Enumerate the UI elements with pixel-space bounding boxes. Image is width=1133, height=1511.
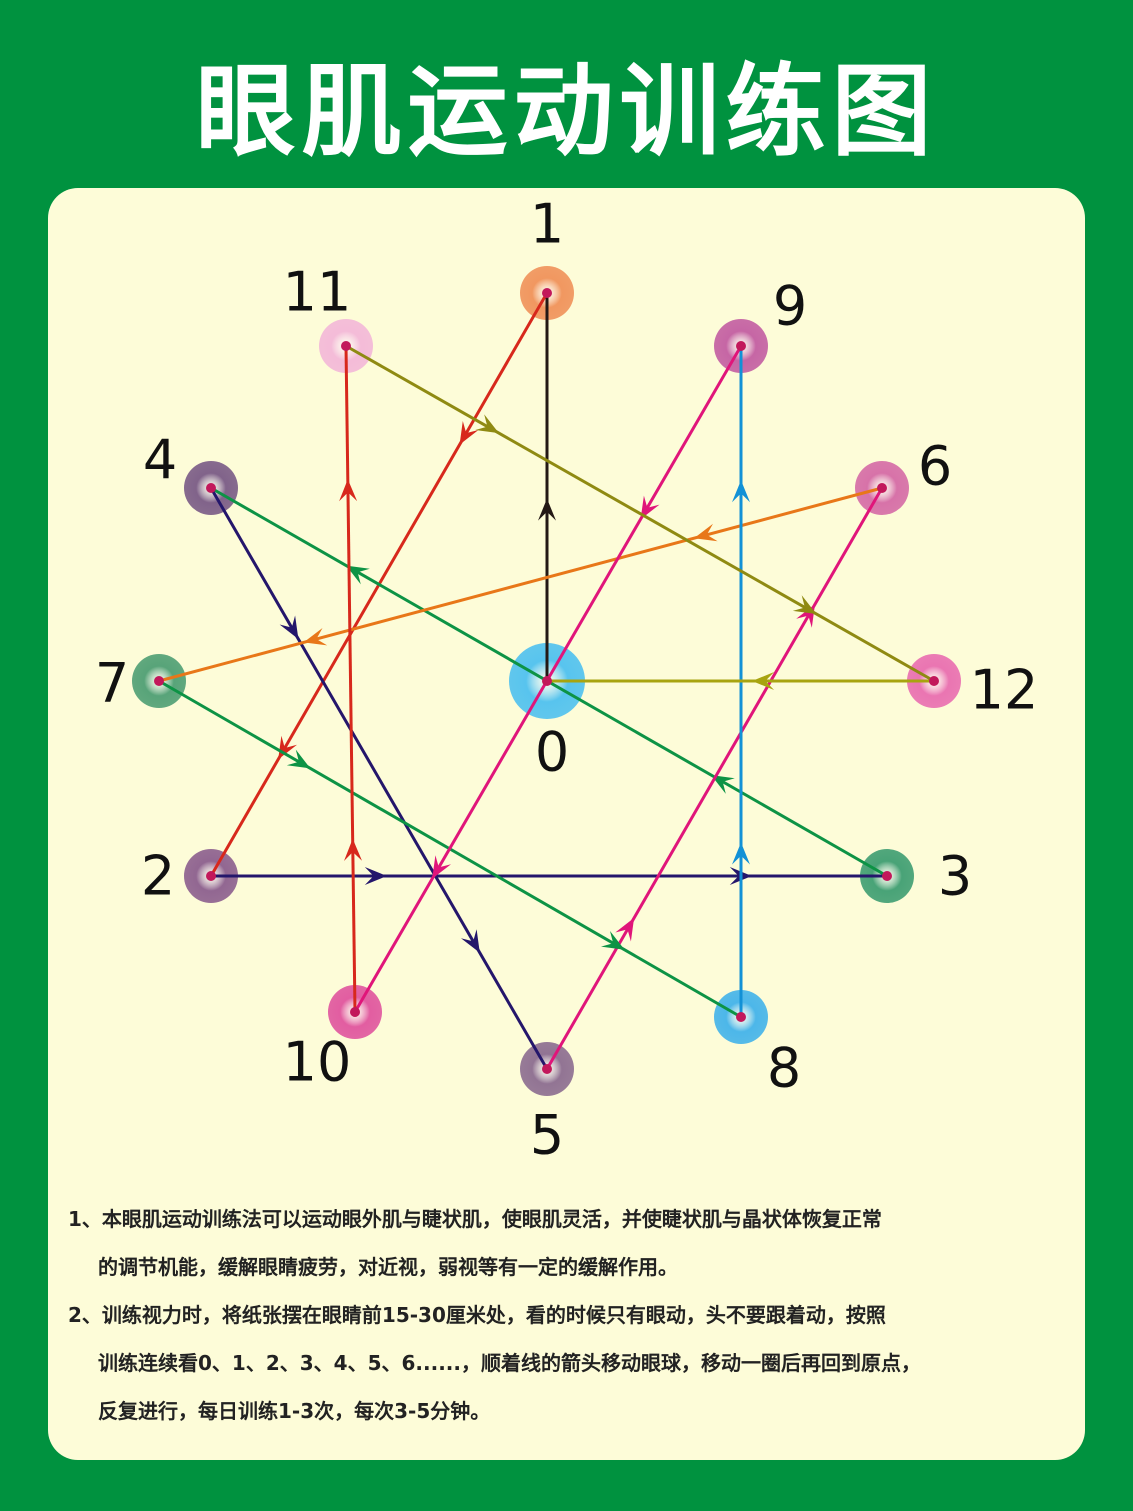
- point-label-4: 4: [143, 429, 177, 492]
- point-12-dot: [929, 676, 939, 686]
- path-5-to-6: [545, 487, 884, 1070]
- arrow-5-to-6-1: [615, 917, 635, 942]
- arrow-9-to-10-2: [432, 855, 451, 879]
- arrow-11-to-12-2: [792, 595, 817, 614]
- point-label-8: 8: [767, 1037, 801, 1100]
- note-2-line-2: 训练连续看0、1、2、3、4、5、6......，顺着线的箭头移动眼球，移动一圈…: [98, 1351, 921, 1375]
- point-0-dot: [542, 676, 552, 686]
- point-label-11: 11: [283, 261, 352, 324]
- note-2-line-3: 反复进行，每日训练1-3次，每次3-5分钟。: [98, 1399, 491, 1423]
- arrow-11-to-12-1: [475, 414, 499, 434]
- point-9-dot: [736, 341, 746, 351]
- point-10-dot: [350, 1007, 360, 1017]
- path-6-to-7: [158, 486, 883, 683]
- path-4-to-5: [209, 487, 549, 1070]
- arrow-10-to-11-1: [344, 838, 362, 861]
- point-6-dot: [877, 483, 887, 493]
- arrow-3-to-4-1: [711, 775, 735, 794]
- note-2-line-1: 2、训练视力时，将纸张摆在眼睛前15-30厘米处，看的时候只有眼动，头不要跟着动…: [68, 1303, 886, 1327]
- point-2-dot: [206, 871, 216, 881]
- page-title: 眼肌运动训练图: [195, 53, 938, 170]
- note-1-line-2: 的调节机能，缓解眼睛疲劳，对近视，弱视等有一定的缓解作用。: [98, 1255, 678, 1279]
- point-7-dot: [154, 676, 164, 686]
- point-label-9: 9: [773, 275, 807, 338]
- arrow-9-to-10-1: [640, 495, 660, 520]
- point-label-7: 7: [95, 652, 129, 715]
- point-label-0: 0: [535, 721, 569, 784]
- arrow-7-to-8-2: [601, 931, 625, 950]
- point-label-5: 5: [530, 1104, 564, 1167]
- point-8-dot: [736, 1012, 746, 1022]
- path-10-to-11: [344, 345, 357, 1013]
- arrow-12-to-0-1: [752, 672, 775, 690]
- point-label-1: 1: [530, 193, 564, 256]
- point-3-dot: [882, 871, 892, 881]
- path-11-to-12: [345, 344, 935, 683]
- note-1-line-1: 1、本眼肌运动训练法可以运动眼外肌与睫状肌，使眼肌灵活，并使睫状肌与晶状体恢复正…: [68, 1207, 882, 1231]
- point-label-6: 6: [918, 435, 952, 498]
- arrow-7-to-8-1: [286, 749, 311, 769]
- arrow-4-to-5-2: [461, 929, 480, 953]
- arrow-10-to-11-2: [339, 479, 358, 502]
- arrow-4-to-5-1: [279, 615, 299, 640]
- arrow-6-to-7-1: [694, 523, 718, 542]
- point-label-2: 2: [141, 845, 175, 908]
- point-label-12: 12: [970, 659, 1039, 722]
- arrow-6-to-7-2: [303, 628, 328, 646]
- instructions: 1、本眼肌运动训练法可以运动眼外肌与睫状肌，使眼肌灵活，并使睫状肌与晶状体恢复正…: [68, 1195, 1068, 1435]
- arrow-3-to-4-2: [346, 565, 370, 585]
- point-11-dot: [341, 341, 351, 351]
- arrow-2-to-3-1: [364, 867, 387, 885]
- arrow-8-to-9-2: [732, 480, 750, 503]
- point-label-10: 10: [283, 1031, 352, 1094]
- arrow-1-to-2-1: [459, 421, 479, 445]
- point-5-dot: [542, 1064, 552, 1074]
- point-1-dot: [542, 288, 552, 298]
- point-4-dot: [206, 483, 216, 493]
- arrow-8-to-9-1: [732, 842, 750, 865]
- arrow-0-to-1-1: [538, 498, 556, 521]
- point-label-3: 3: [938, 845, 972, 908]
